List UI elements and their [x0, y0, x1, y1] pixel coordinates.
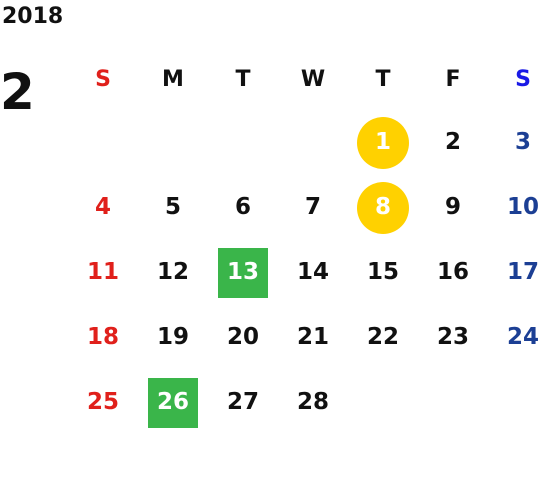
- day-number: 17: [506, 259, 539, 285]
- day-number: 13: [226, 259, 259, 285]
- day-cell[interactable]: 8: [348, 175, 418, 240]
- weekday-header: T: [348, 50, 418, 110]
- day-number: 20: [226, 324, 259, 350]
- day-number: 21: [296, 324, 329, 350]
- day-number: 28: [296, 389, 329, 415]
- day-number: 19: [156, 324, 189, 350]
- day-cell[interactable]: 25: [68, 370, 138, 435]
- weekday-label: S: [95, 67, 111, 92]
- year-label: 2018: [2, 4, 64, 29]
- day-cell[interactable]: 18: [68, 305, 138, 370]
- day-cell[interactable]: 1: [348, 110, 418, 175]
- day-number: 4: [94, 194, 111, 220]
- month-label: 2: [0, 63, 35, 121]
- day-cell[interactable]: 3: [488, 110, 548, 175]
- highlight-square: [218, 247, 268, 298]
- weekday-label: T: [235, 67, 251, 92]
- weekday-header: W: [278, 50, 348, 110]
- day-number: 1: [374, 129, 391, 155]
- day-cell[interactable]: 10: [488, 175, 548, 240]
- weekday-header: F: [418, 50, 488, 110]
- weekday-header: T: [208, 50, 278, 110]
- day-cell[interactable]: 19: [138, 305, 208, 370]
- day-cell[interactable]: 14: [278, 240, 348, 305]
- day-cell[interactable]: 13: [208, 240, 278, 305]
- day-cell[interactable]: 7: [278, 175, 348, 240]
- day-number: 15: [366, 259, 399, 285]
- day-number: 18: [86, 324, 119, 350]
- highlight-circle: [357, 181, 409, 234]
- day-cell[interactable]: 23: [418, 305, 488, 370]
- day-cell[interactable]: 2: [418, 110, 488, 175]
- day-number: 3: [514, 129, 531, 155]
- day-number: 7: [304, 194, 321, 220]
- highlight-circle: [357, 116, 409, 169]
- day-cell[interactable]: 16: [418, 240, 488, 305]
- day-number: 11: [86, 259, 119, 285]
- day-cell[interactable]: 21: [278, 305, 348, 370]
- day-number: 16: [436, 259, 469, 285]
- weekday-label: F: [445, 67, 461, 92]
- weekday-header: M: [138, 50, 208, 110]
- day-cell[interactable]: 11: [68, 240, 138, 305]
- day-cell[interactable]: 12: [138, 240, 208, 305]
- day-cell[interactable]: 24: [488, 305, 548, 370]
- day-number: 23: [436, 324, 469, 350]
- weekday-label: M: [162, 67, 184, 92]
- day-cell[interactable]: 17: [488, 240, 548, 305]
- day-number: 6: [234, 194, 251, 220]
- day-cell[interactable]: 9: [418, 175, 488, 240]
- day-number: 10: [506, 194, 539, 220]
- weekday-label: S: [515, 67, 531, 92]
- day-number: 8: [374, 194, 391, 220]
- weekday-label: W: [300, 67, 326, 92]
- day-number: 12: [156, 259, 189, 285]
- day-number: 26: [156, 389, 189, 415]
- day-number: 24: [506, 324, 539, 350]
- day-cell[interactable]: 4: [68, 175, 138, 240]
- day-cell[interactable]: 5: [138, 175, 208, 240]
- weekday-label: T: [375, 67, 391, 92]
- day-number: 5: [164, 194, 181, 220]
- day-cell[interactable]: 28: [278, 370, 348, 435]
- day-cell[interactable]: 6: [208, 175, 278, 240]
- highlight-square: [148, 377, 198, 428]
- day-number: 25: [86, 389, 119, 415]
- day-cell[interactable]: 27: [208, 370, 278, 435]
- day-cell[interactable]: 26: [138, 370, 208, 435]
- day-cell[interactable]: 15: [348, 240, 418, 305]
- day-number: 14: [296, 259, 329, 285]
- day-number: 27: [226, 389, 259, 415]
- weekday-header: S: [68, 50, 138, 110]
- weekday-header: S: [488, 50, 548, 110]
- day-cell[interactable]: 22: [348, 305, 418, 370]
- day-number: 2: [444, 129, 461, 155]
- day-number: 9: [444, 194, 461, 220]
- day-number: 22: [366, 324, 399, 350]
- day-cell[interactable]: 20: [208, 305, 278, 370]
